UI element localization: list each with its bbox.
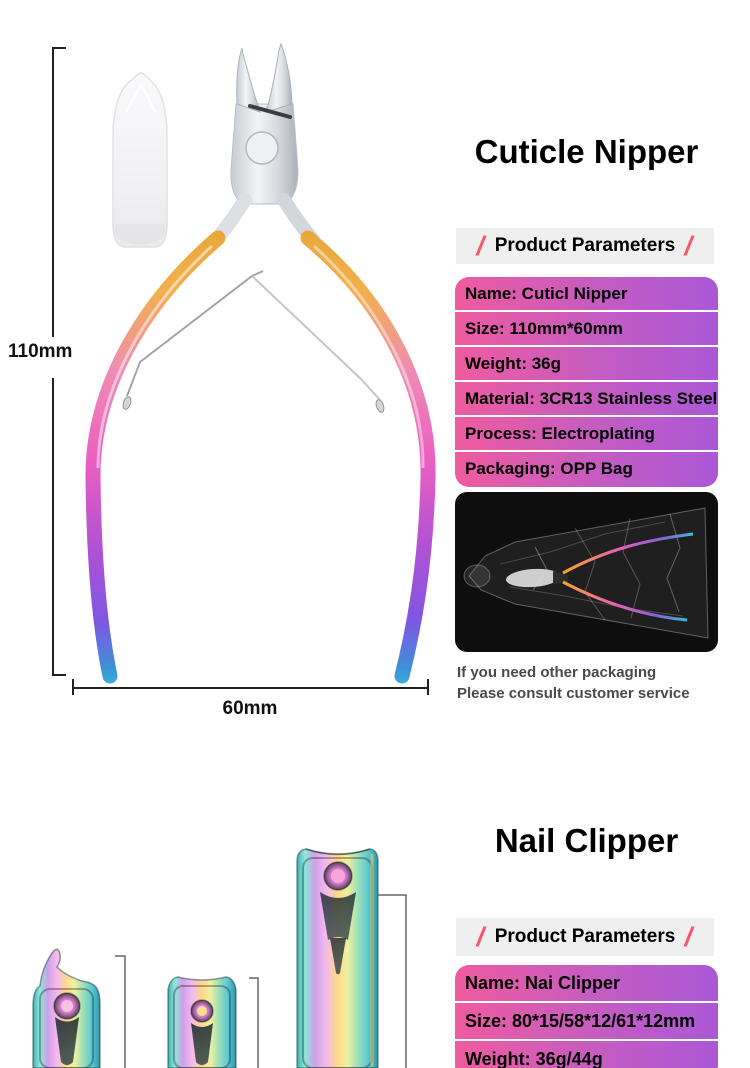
protective-cap xyxy=(112,72,168,248)
dim-cap-right xyxy=(427,679,429,695)
rivet-right xyxy=(375,399,385,413)
nail-clipper-small xyxy=(32,948,101,1068)
handle-right xyxy=(300,230,436,684)
nail-params-header: / Product Parameters / xyxy=(456,918,714,956)
dim-line-horizontal xyxy=(72,687,428,689)
params-header-label: Product Parameters xyxy=(494,926,676,947)
note-line-2: Please consult customer service xyxy=(457,685,690,702)
nail-params-table: Name: Nai Clipper Size: 80*15/58*12/61*1… xyxy=(455,965,718,1068)
dim-bracket-medium xyxy=(249,977,259,1068)
params-header-label: Product Parameters xyxy=(494,235,676,256)
cuticle-params-header: / Product Parameters / xyxy=(456,228,714,264)
param-row-size: Size: 110mm*60mm xyxy=(455,312,718,347)
nail-clippers-illustration xyxy=(32,848,407,1068)
handle-left xyxy=(85,230,226,684)
dim-line-vertical-lower xyxy=(52,378,54,675)
slash-icon: / xyxy=(682,921,697,952)
param-row-weight: Weight: 36g/44g xyxy=(465,1049,603,1068)
rainbow-handles xyxy=(85,230,436,684)
cuticle-params-table: Name: Cuticl Nipper Size: 110mm*60mm Wei… xyxy=(455,277,718,487)
note-line-1: If you need other packaging xyxy=(457,664,657,681)
jaw-right xyxy=(265,42,293,113)
param-row-name: Name: Nai Clipper xyxy=(455,965,718,1003)
cuticle-nipper-illustration xyxy=(85,42,436,684)
param-row-weight: Weight: 36g xyxy=(455,347,718,382)
param-row-name: Name: Cuticl Nipper xyxy=(455,277,718,312)
nipper-head xyxy=(209,42,320,247)
param-row-material: Material: 3CR13 Stainless Steel xyxy=(455,382,718,417)
dim-label-height: 110mm xyxy=(8,341,73,362)
param-row-packaging: Packaging: OPP Bag xyxy=(465,459,633,478)
pivot-screw xyxy=(245,131,279,165)
dim-bracket-large xyxy=(378,894,407,1068)
dim-label-width: 60mm xyxy=(222,698,278,719)
cuticle-title: Cuticle Nipper xyxy=(474,133,699,170)
slash-icon: / xyxy=(474,230,488,261)
param-row-size: Size: 80*15/58*12/61*12mm xyxy=(455,1003,718,1041)
dim-bracket-small xyxy=(115,955,126,1068)
packaging-photo xyxy=(455,492,718,652)
slash-icon: / xyxy=(682,230,697,261)
slash-icon: / xyxy=(474,921,488,952)
dim-line-vertical-upper xyxy=(52,47,54,337)
nail-title: Nail Clipper xyxy=(494,822,679,859)
rivet-left xyxy=(122,396,132,410)
param-row-process: Process: Electroplating xyxy=(455,417,718,452)
dim-tick-bottom xyxy=(52,674,66,676)
dim-tick-top xyxy=(52,47,66,49)
nail-clipper-medium xyxy=(167,976,237,1068)
packaging-bag-illustration xyxy=(463,507,709,639)
spring-wire xyxy=(122,270,385,413)
nail-clipper-large xyxy=(296,848,379,1068)
jaw-left xyxy=(236,47,261,113)
packaging-note: If you need other packaging Please consu… xyxy=(457,662,690,704)
